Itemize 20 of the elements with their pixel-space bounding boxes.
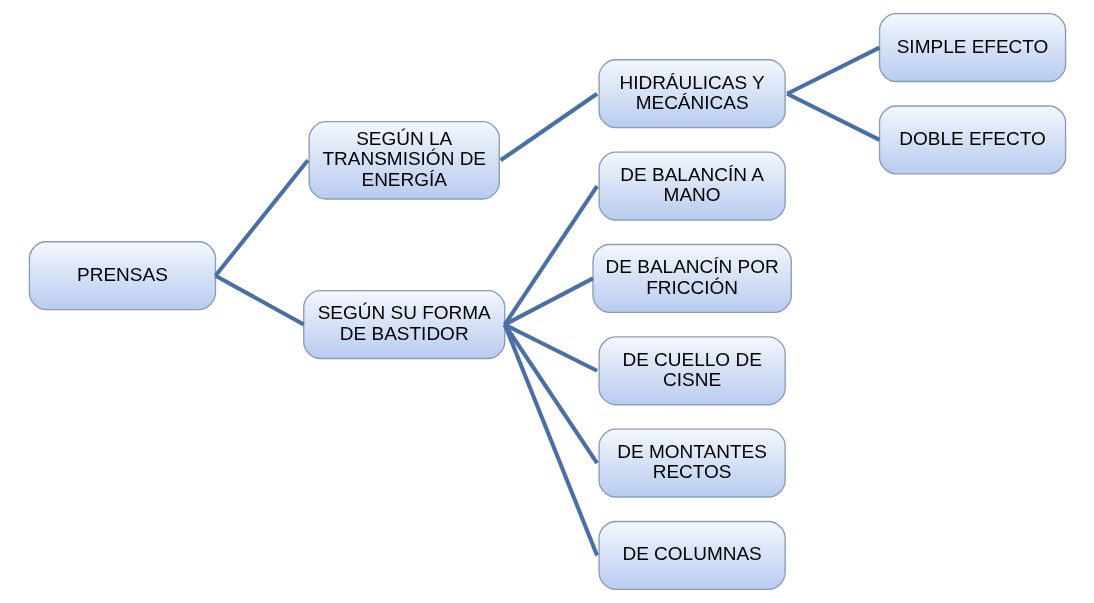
- node-box: SEGÚN SU FORMA DE BASTIDOR: [302, 289, 505, 360]
- connector: [502, 323, 599, 465]
- node-box: SEGÚN LA TRANSMISIÓN DE ENERGÍA: [308, 120, 500, 200]
- connector: [499, 92, 598, 162]
- node-box: HIDRÁULICAS Y MECÁNICAS: [597, 59, 786, 129]
- connector: [214, 273, 305, 327]
- node-box: DE MONTANTES RECTOS: [597, 428, 786, 498]
- node-box: DE BALANCÍN A MANO: [597, 151, 786, 221]
- node-box: DE BALANCÍN POR FRICCIÓN: [591, 243, 792, 314]
- node-box: DE COLUMNAS: [597, 520, 786, 591]
- connector: [785, 91, 880, 142]
- node-box: DE CUELLO DE CISNE: [597, 336, 786, 406]
- connector: [503, 276, 594, 327]
- connector: [213, 159, 309, 277]
- connector: [502, 184, 599, 326]
- node-box: DOBLE EFECTO: [878, 105, 1066, 175]
- connector: [502, 323, 599, 557]
- node-box: SIMPLE EFECTO: [878, 12, 1066, 83]
- connector: [785, 45, 880, 96]
- node-box: PRENSAS: [28, 241, 216, 311]
